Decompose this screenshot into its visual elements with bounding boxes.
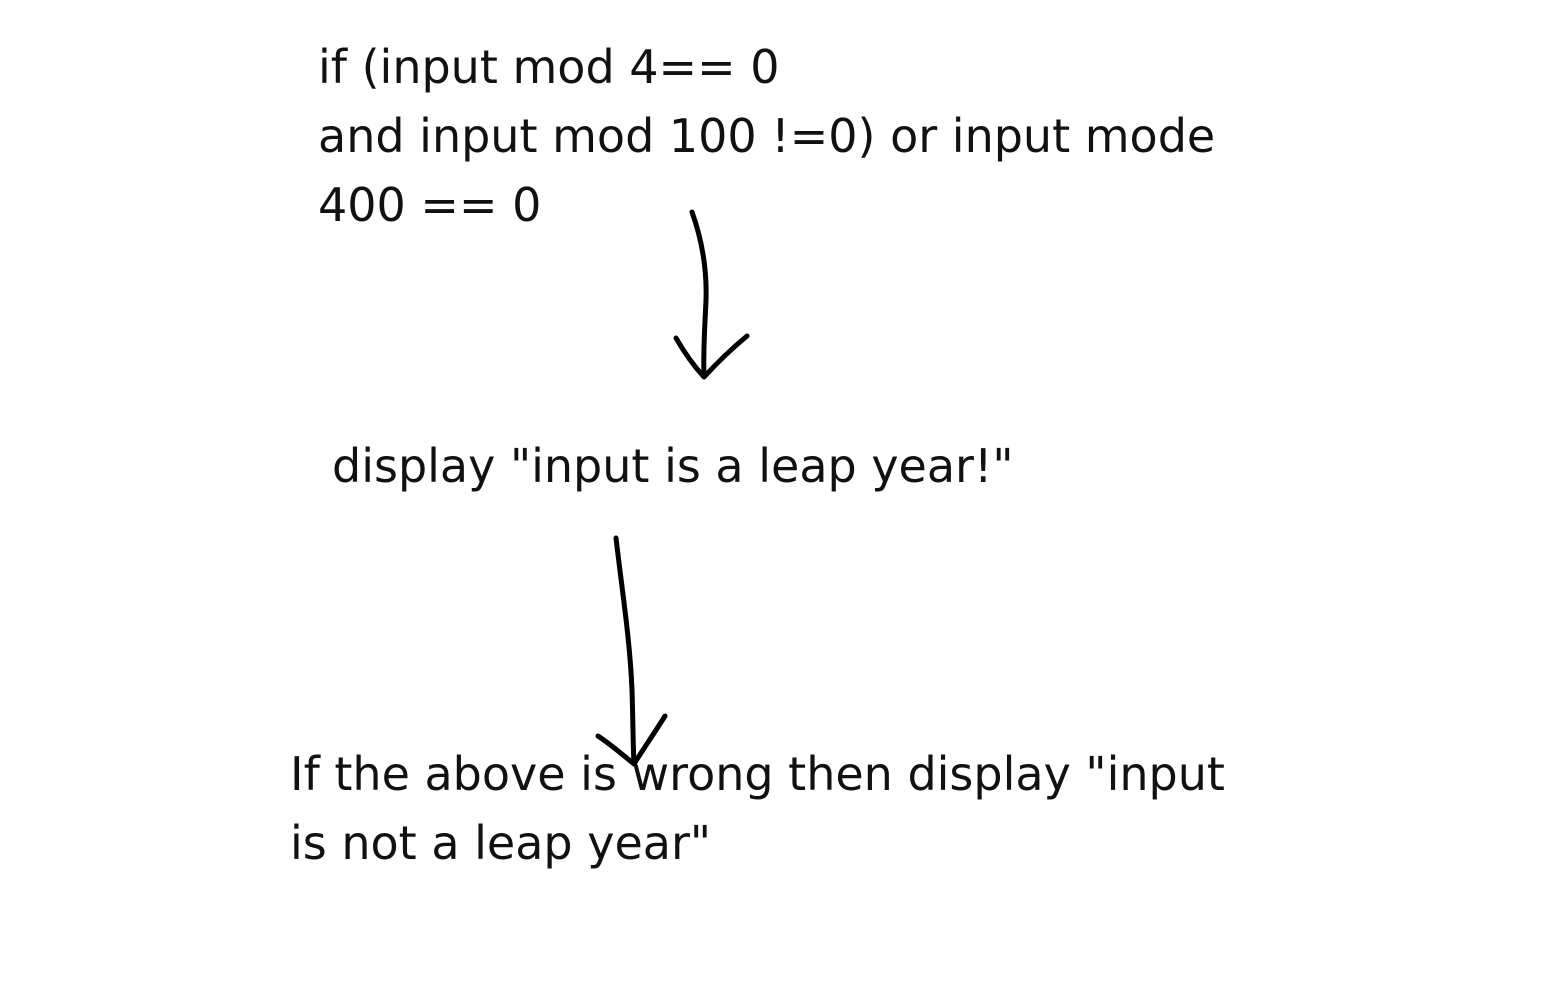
condition-text: if (input mod 4== 0 and input mod 100 !=… [318,33,1215,240]
display-leap-text: display "input is a leap year!" [332,432,1014,501]
arrow-1-head [673,333,750,380]
otherwise-line-2: is not a leap year" [290,816,712,870]
condition-line-2: and input mod 100 !=0) or input mode [318,109,1216,163]
arrow-2-shaft [613,535,637,767]
condition-line-3: 400 == 0 [318,178,542,232]
otherwise-text: If the above is wrong then display "inpu… [290,740,1225,878]
otherwise-line-1: If the above is wrong then display "inpu… [290,747,1225,801]
display-leap-line: display "input is a leap year!" [332,439,1014,493]
condition-line-1: if (input mod 4== 0 [318,40,780,94]
arrow-display-to-otherwise [595,535,668,767]
